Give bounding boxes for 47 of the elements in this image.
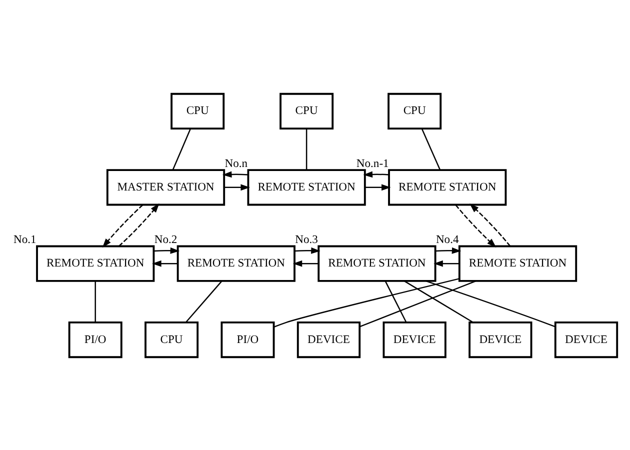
arrow	[222, 170, 248, 178]
node-box: MASTER STATION	[106, 168, 226, 206]
node-label: No.3	[295, 232, 318, 246]
arrow	[154, 246, 180, 254]
node-box: CPU	[388, 92, 442, 130]
arrow	[294, 246, 320, 254]
node-box: CPU	[144, 320, 199, 358]
node-box: REMOTE STATION	[36, 244, 155, 282]
connector	[359, 280, 476, 327]
node-box: PI/O	[220, 320, 275, 358]
node-box: DEVICE	[296, 320, 361, 358]
node-box: CPU	[280, 92, 334, 130]
connector	[274, 278, 460, 328]
arrow	[436, 246, 462, 254]
node-box: REMOTE STATION	[247, 168, 366, 206]
node-label: No.n-1	[356, 156, 389, 170]
node-box: REMOTE STATION	[458, 244, 578, 282]
node-label: No.4	[436, 232, 459, 246]
node-box: CPU	[170, 92, 225, 130]
node-box: DEVICE	[382, 320, 446, 358]
connector	[94, 280, 96, 322]
connector	[172, 128, 192, 170]
node-box: REMOTE STATION	[318, 244, 436, 282]
node-box: REMOTE STATION	[176, 244, 296, 282]
node-label: No.n	[224, 156, 248, 170]
connector	[426, 280, 556, 327]
arrow	[470, 203, 511, 246]
arrow	[118, 202, 160, 246]
connector	[384, 280, 407, 322]
arrow	[292, 260, 318, 266]
connector	[185, 280, 222, 322]
node-box: DEVICE	[554, 320, 618, 358]
node-box: DEVICE	[468, 320, 532, 358]
node-label: No.1	[14, 232, 36, 246]
arrow	[434, 260, 460, 266]
node-box: REMOTE STATION	[388, 168, 507, 206]
arrow	[102, 204, 144, 248]
arrow	[224, 184, 250, 190]
arrow	[455, 204, 496, 247]
connector	[421, 128, 441, 170]
connector	[306, 128, 308, 170]
arrow	[365, 184, 391, 190]
node-box: PI/O	[68, 320, 122, 358]
arrow	[152, 260, 178, 266]
arrow	[363, 170, 389, 178]
connector	[404, 280, 474, 322]
node-label: No.2	[154, 232, 178, 246]
